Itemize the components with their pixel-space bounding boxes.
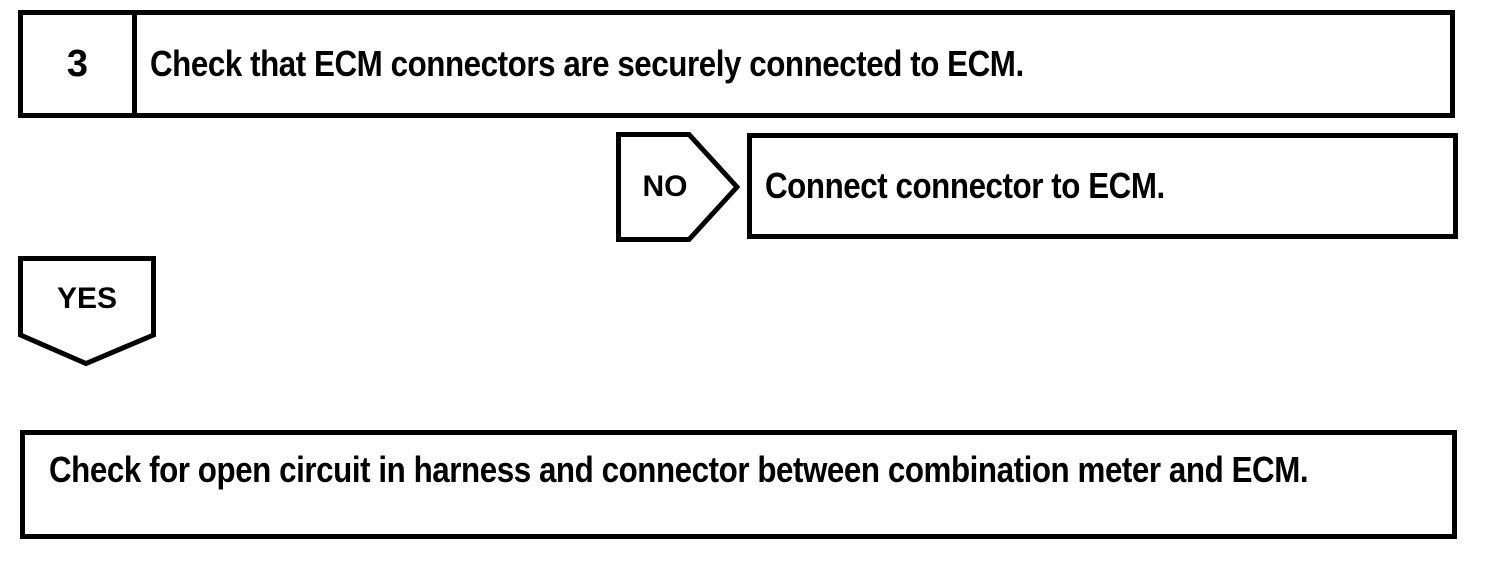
no-connector-shape: NO <box>616 132 740 242</box>
no-action-text: Connect connector to ECM. <box>765 165 1165 206</box>
result-text: Check for open circuit in harness and co… <box>49 449 1309 490</box>
yes-arrow-pentagon-icon <box>18 256 156 367</box>
no-label: NO <box>642 170 688 203</box>
no-action-box: Connect connector to ECM. <box>747 133 1458 239</box>
no-arrow-pentagon-icon <box>616 132 740 242</box>
yes-label: YES <box>56 282 118 315</box>
step-box: 3 Check that ECM connectors are securely… <box>18 10 1455 118</box>
step-instruction: Check that ECM connectors are securely c… <box>150 43 1024 84</box>
yes-connector-shape: YES <box>18 256 156 368</box>
step-text-cell: Check that ECM connectors are securely c… <box>137 15 1450 113</box>
step-number: 3 <box>23 15 137 113</box>
result-box: Check for open circuit in harness and co… <box>20 430 1457 539</box>
